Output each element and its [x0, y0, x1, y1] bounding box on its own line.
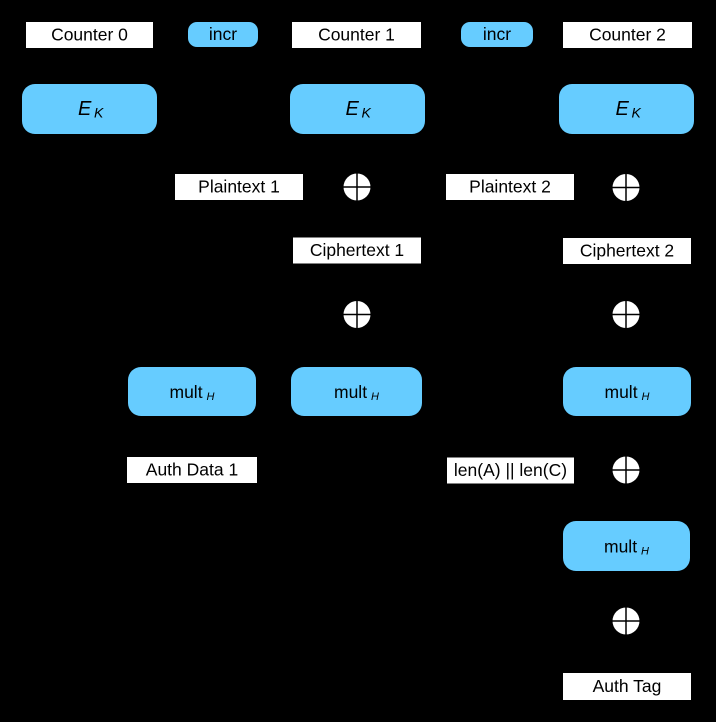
svg-text:E: E [616, 98, 630, 120]
svg-text:len(A) || len(C): len(A) || len(C) [454, 460, 567, 480]
svg-text:mult: mult [605, 382, 638, 402]
svg-text:mult: mult [170, 382, 203, 402]
svg-text:K: K [362, 105, 372, 121]
svg-text:Plaintext 1: Plaintext 1 [198, 176, 280, 196]
svg-text:H: H [371, 391, 379, 403]
svg-text:E: E [346, 98, 360, 120]
svg-text:E: E [78, 98, 92, 120]
svg-text:incr: incr [209, 24, 237, 44]
svg-text:mult: mult [334, 382, 367, 402]
svg-text:H: H [641, 545, 649, 557]
svg-text:Ciphertext 1: Ciphertext 1 [310, 240, 404, 260]
svg-text:H: H [642, 391, 650, 403]
svg-text:Ciphertext 2: Ciphertext 2 [580, 240, 674, 260]
svg-text:Plaintext 2: Plaintext 2 [469, 176, 551, 196]
svg-text:Auth Tag: Auth Tag [593, 676, 662, 696]
svg-text:K: K [632, 105, 642, 121]
svg-text:Counter 1: Counter 1 [318, 24, 395, 44]
svg-text:Counter 0: Counter 0 [51, 24, 128, 44]
svg-text:Auth Data 1: Auth Data 1 [146, 459, 238, 479]
svg-text:Counter 2: Counter 2 [589, 24, 666, 44]
svg-text:H: H [207, 391, 215, 403]
svg-text:mult: mult [604, 537, 637, 557]
svg-text:incr: incr [483, 24, 511, 44]
svg-text:K: K [94, 105, 104, 121]
